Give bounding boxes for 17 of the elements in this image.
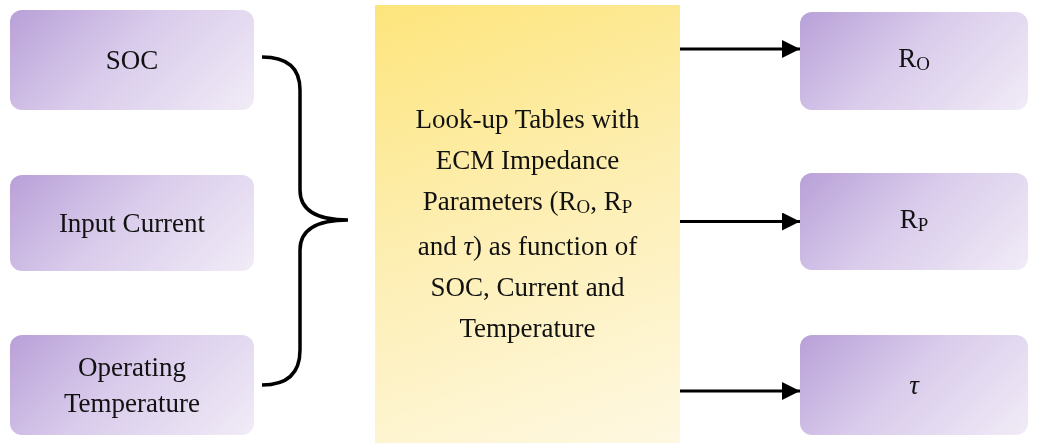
arrow	[680, 40, 800, 58]
node-label: R$_{O}$	[898, 42, 930, 76]
input-box	[10, 10, 254, 110]
node-label: Operating Temperature	[63, 351, 201, 420]
output-box	[800, 12, 1028, 110]
node-label: Input Current	[58, 207, 206, 240]
process-box	[375, 5, 680, 443]
node-label: τ	[909, 369, 919, 402]
node-label: R$_{P}$	[899, 202, 929, 237]
output-box	[800, 173, 1028, 270]
input-box	[10, 335, 254, 435]
arrow	[680, 212, 800, 231]
node-label: Look-up Tables with ECM Impedance Parameters (R$_{O}$, R$_{P}$ and τ) as function of SOC, Current and Temperature	[414, 102, 641, 346]
arrow	[680, 382, 800, 400]
output-box	[800, 335, 1028, 435]
node-label: SOC	[105, 44, 159, 77]
input-box	[10, 175, 254, 271]
